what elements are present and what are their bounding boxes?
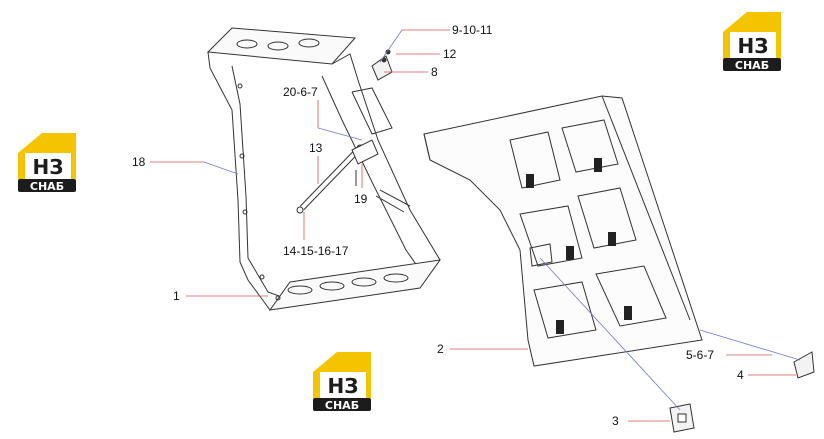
- callout-2: 2: [437, 342, 444, 356]
- side-panel-part-2: [423, 95, 703, 367]
- callout-1: 1: [173, 289, 180, 303]
- callout-14-15-16-17: 14-15-16-17: [283, 244, 349, 258]
- callout-8: 8: [431, 65, 438, 79]
- callout-labels: 9-10-11 12 8 20-6-7 13 18 19 14-15-16-17…: [132, 23, 744, 428]
- callout-20-6-7: 20-6-7: [283, 85, 318, 99]
- logo-caption: СНАБ: [325, 399, 359, 412]
- callout-4: 4: [737, 368, 744, 382]
- logo-caption: СНАБ: [30, 180, 64, 193]
- bracket-part-19: [351, 139, 379, 186]
- assembly-axes: [203, 29, 801, 411]
- logo-bottom: НЗ СНАБ: [313, 352, 371, 412]
- bracket-part-8: [371, 49, 393, 81]
- callout-13: 13: [309, 141, 323, 155]
- logo-letters: НЗ: [738, 34, 769, 58]
- callout-leaders: [150, 29, 796, 422]
- callout-9-10-11: 9-10-11: [452, 23, 493, 37]
- callout-5-6-7: 5-6-7: [686, 348, 714, 362]
- callout-3: 3: [612, 414, 619, 428]
- logo-letters: НЗ: [33, 155, 64, 179]
- latch-part-3: [669, 403, 695, 433]
- bracket-part-4: [793, 351, 815, 379]
- logo-top-right: НЗ СНАБ: [723, 12, 781, 72]
- callout-19: 19: [354, 192, 368, 206]
- logo-caption: СНАБ: [735, 59, 769, 72]
- callout-18: 18: [132, 155, 146, 169]
- frame-part-1: [206, 27, 442, 311]
- logo-letters: НЗ: [328, 374, 359, 398]
- vent-grilles: [526, 158, 632, 334]
- logo-left: НЗ СНАБ: [18, 133, 76, 193]
- callout-12: 12: [443, 47, 457, 61]
